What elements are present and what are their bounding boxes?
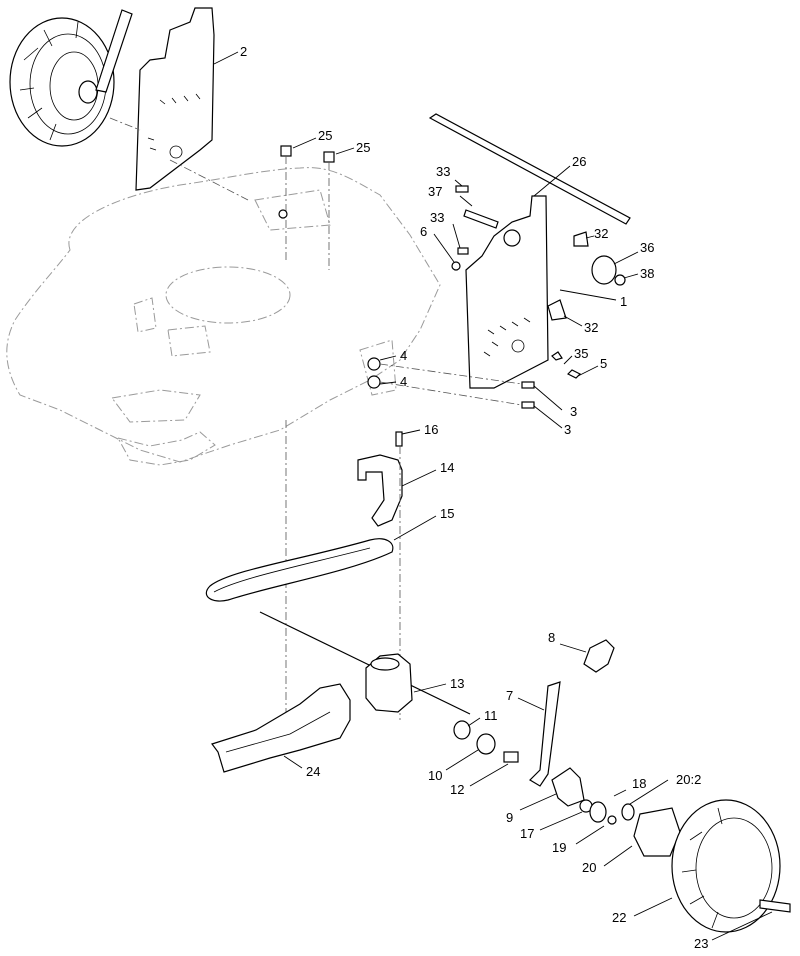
transmission-13 — [259, 611, 471, 715]
small-parts-right — [367, 185, 626, 409]
left-wheel — [9, 9, 133, 147]
callout-36: 36 — [640, 240, 654, 255]
callout-4b: 4 — [400, 374, 407, 389]
callout-38: 38 — [640, 266, 654, 281]
callout-16: 16 — [424, 422, 438, 437]
callout-32a: 32 — [594, 226, 608, 241]
callout-33b: 33 — [430, 210, 444, 225]
gear-parts — [579, 799, 635, 825]
callout-8: 8 — [548, 630, 555, 645]
callout-10: 10 — [428, 768, 442, 783]
callout-23: 23 — [694, 936, 708, 951]
leader-lines — [213, 51, 773, 941]
callout-1: 1 — [620, 294, 627, 309]
bolts-25 — [278, 145, 335, 270]
callout-2: 2 — [240, 44, 247, 59]
cover-24 — [211, 683, 351, 773]
callout-33a: 33 — [436, 164, 450, 179]
hubcap-20 — [633, 807, 681, 857]
callout-7: 7 — [506, 688, 513, 703]
callout-18: 18 — [632, 776, 646, 791]
callout-3a: 3 — [570, 404, 577, 419]
callout-17: 17 — [520, 826, 534, 841]
right-wheel-22 — [671, 799, 781, 933]
callout-20: 20 — [582, 860, 596, 875]
callout-15: 15 — [440, 506, 454, 521]
callout-5: 5 — [600, 356, 607, 371]
callout-9: 9 — [506, 810, 513, 825]
adjuster-rod-26 — [428, 113, 631, 225]
callout-6: 6 — [420, 224, 427, 239]
height-bracket-left — [109, 7, 249, 201]
pawl-9 — [551, 767, 585, 807]
callout-11: 11 — [484, 708, 498, 723]
callout-20-2: 20:2 — [676, 772, 701, 787]
callout-4a: 4 — [400, 348, 407, 363]
drive-belt-15 — [205, 538, 394, 602]
callout-32b: 32 — [584, 320, 598, 335]
lever-arm-7 — [529, 681, 561, 787]
callout-22: 22 — [612, 910, 626, 925]
callout-3b: 3 — [564, 422, 571, 437]
callout-labels: 2 25 25 26 33 37 33 32 6 36 38 1 32 35 4… — [240, 44, 708, 951]
callout-35: 35 — [574, 346, 588, 361]
callout-25b: 25 — [356, 140, 370, 155]
axle-parts — [453, 720, 519, 763]
callout-13: 13 — [450, 676, 464, 691]
callout-19: 19 — [552, 840, 566, 855]
mower-deck-outline — [6, 167, 441, 466]
handle-grip-8 — [583, 639, 615, 673]
callout-24: 24 — [306, 764, 320, 779]
callout-14: 14 — [440, 460, 454, 475]
callout-25a: 25 — [318, 128, 332, 143]
height-bracket-right — [465, 195, 549, 389]
callout-37: 37 — [428, 184, 442, 199]
callout-12: 12 — [450, 782, 464, 797]
bolt-23 — [759, 899, 791, 913]
callout-26: 26 — [572, 154, 586, 169]
